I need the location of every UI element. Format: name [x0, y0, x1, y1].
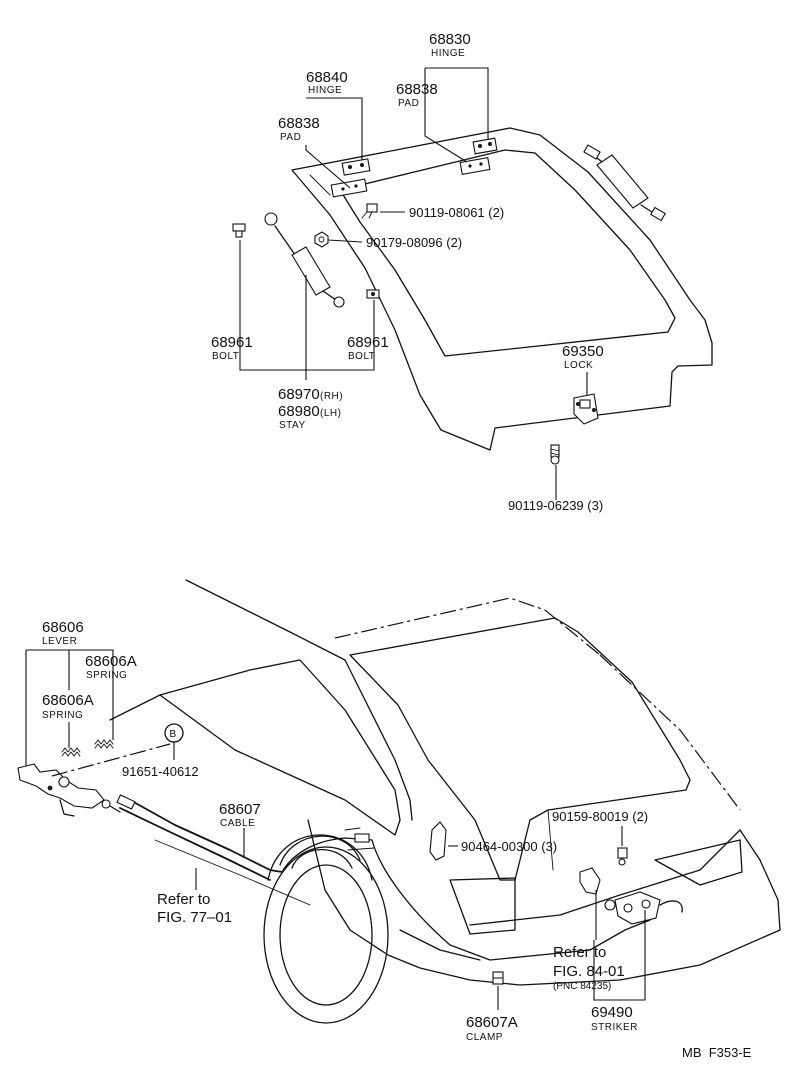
- pad-rh-part: [459, 157, 491, 175]
- figure-code: MB F353-E: [682, 1045, 752, 1060]
- lever-number: 68606: [42, 619, 84, 636]
- marker-b: B: [164, 723, 184, 743]
- left-bolt-name: BOLT: [212, 351, 239, 362]
- pad-rh-name: PAD: [398, 98, 419, 109]
- pad-rh-number: 68838: [396, 81, 438, 98]
- ref-fig84-line3: (PNC 84235): [553, 981, 611, 992]
- hinge-lh-name: HINGE: [308, 85, 342, 96]
- stay-lh-suffix: (LH): [320, 408, 341, 419]
- hinge-lh-number: 68840: [306, 69, 348, 86]
- stay-lh-number: 68980: [278, 403, 320, 420]
- lock-name: LOCK: [564, 360, 593, 371]
- clamp-part: [492, 971, 504, 985]
- clamp-name: CLAMP: [466, 1032, 503, 1043]
- hinge-screw-number: 90119-08061 (2): [409, 205, 504, 220]
- stay-nut-part: [314, 231, 329, 248]
- ref-fig84-line2: FIG. 84-01: [553, 963, 625, 980]
- spring-a2-part: [94, 739, 114, 749]
- cable-name: CABLE: [220, 818, 255, 829]
- car-rear-assembly: B: [17, 579, 781, 1060]
- spring-a1-number: 68606A: [42, 692, 94, 709]
- ref-fig84-line1: Refer to: [553, 944, 606, 961]
- cable-end-part: [101, 794, 136, 813]
- spring-a2-name: SPRING: [86, 670, 127, 681]
- pad-lh-number: 68838: [278, 115, 320, 132]
- back-door-panel: [291, 127, 713, 451]
- cable-clip-number: 90464-00300 (3): [461, 839, 557, 854]
- marker-b-symbol: B: [170, 729, 177, 740]
- lever-bolt-number: 91651-40612: [122, 764, 199, 779]
- stay-right-part: [583, 144, 666, 222]
- pad-lh-part: [330, 178, 368, 198]
- right-bolt-name: BOLT: [348, 351, 375, 362]
- cable-clip-part: [429, 821, 447, 861]
- cable-number: 68607: [219, 801, 261, 818]
- stay-rh-number: 68970: [278, 386, 320, 403]
- striker-screw-number: 90159-80019 (2): [552, 809, 648, 824]
- lock-screw-number: 90119-06239 (3): [508, 498, 603, 513]
- ref-fig77-line2: FIG. 77–01: [157, 909, 232, 926]
- lever-part: [17, 763, 105, 817]
- spring-a1-name: SPRING: [42, 710, 83, 721]
- release-cable: [129, 799, 283, 873]
- striker-number: 69490: [591, 1004, 633, 1021]
- striker-bracket-part: [579, 867, 601, 895]
- striker-screw-part: [617, 847, 628, 866]
- stay-name: STAY: [279, 420, 306, 431]
- hinge-lh-part: [341, 158, 371, 176]
- striker-part: [604, 891, 683, 925]
- back-door-glass: [339, 149, 676, 357]
- lock-part: [573, 393, 599, 425]
- stay-left-part: [264, 212, 345, 308]
- stay-nut-number: 90179-08096 (2): [366, 235, 462, 250]
- hinge-screw-part: [361, 203, 378, 219]
- striker-name: STRIKER: [591, 1022, 638, 1033]
- back-door-assembly: 68830 HINGE 68838 PAD 68840 HINGE 68838 …: [211, 31, 713, 513]
- left-bolt-part: [232, 223, 246, 238]
- lock-screw-part: [550, 444, 560, 465]
- hinge-rh-name: HINGE: [431, 48, 465, 59]
- hinge-rh-part: [472, 137, 498, 155]
- right-bolt-number: 68961: [347, 334, 389, 351]
- rear-wheel: [263, 834, 389, 1024]
- left-bolt-number: 68961: [211, 334, 253, 351]
- lever-name: LEVER: [42, 636, 77, 647]
- right-bolt-part: [366, 289, 380, 299]
- hinge-rh-number: 68830: [429, 31, 471, 48]
- spring-a2-number: 68606A: [85, 653, 137, 670]
- stay-rh-suffix: (RH): [320, 391, 343, 402]
- pad-lh-name: PAD: [280, 132, 301, 143]
- spring-a1-part: [61, 747, 81, 757]
- ref-fig77-line1: Refer to: [157, 891, 210, 908]
- lock-number: 69350: [562, 343, 604, 360]
- clamp-number: 68607A: [466, 1014, 518, 1031]
